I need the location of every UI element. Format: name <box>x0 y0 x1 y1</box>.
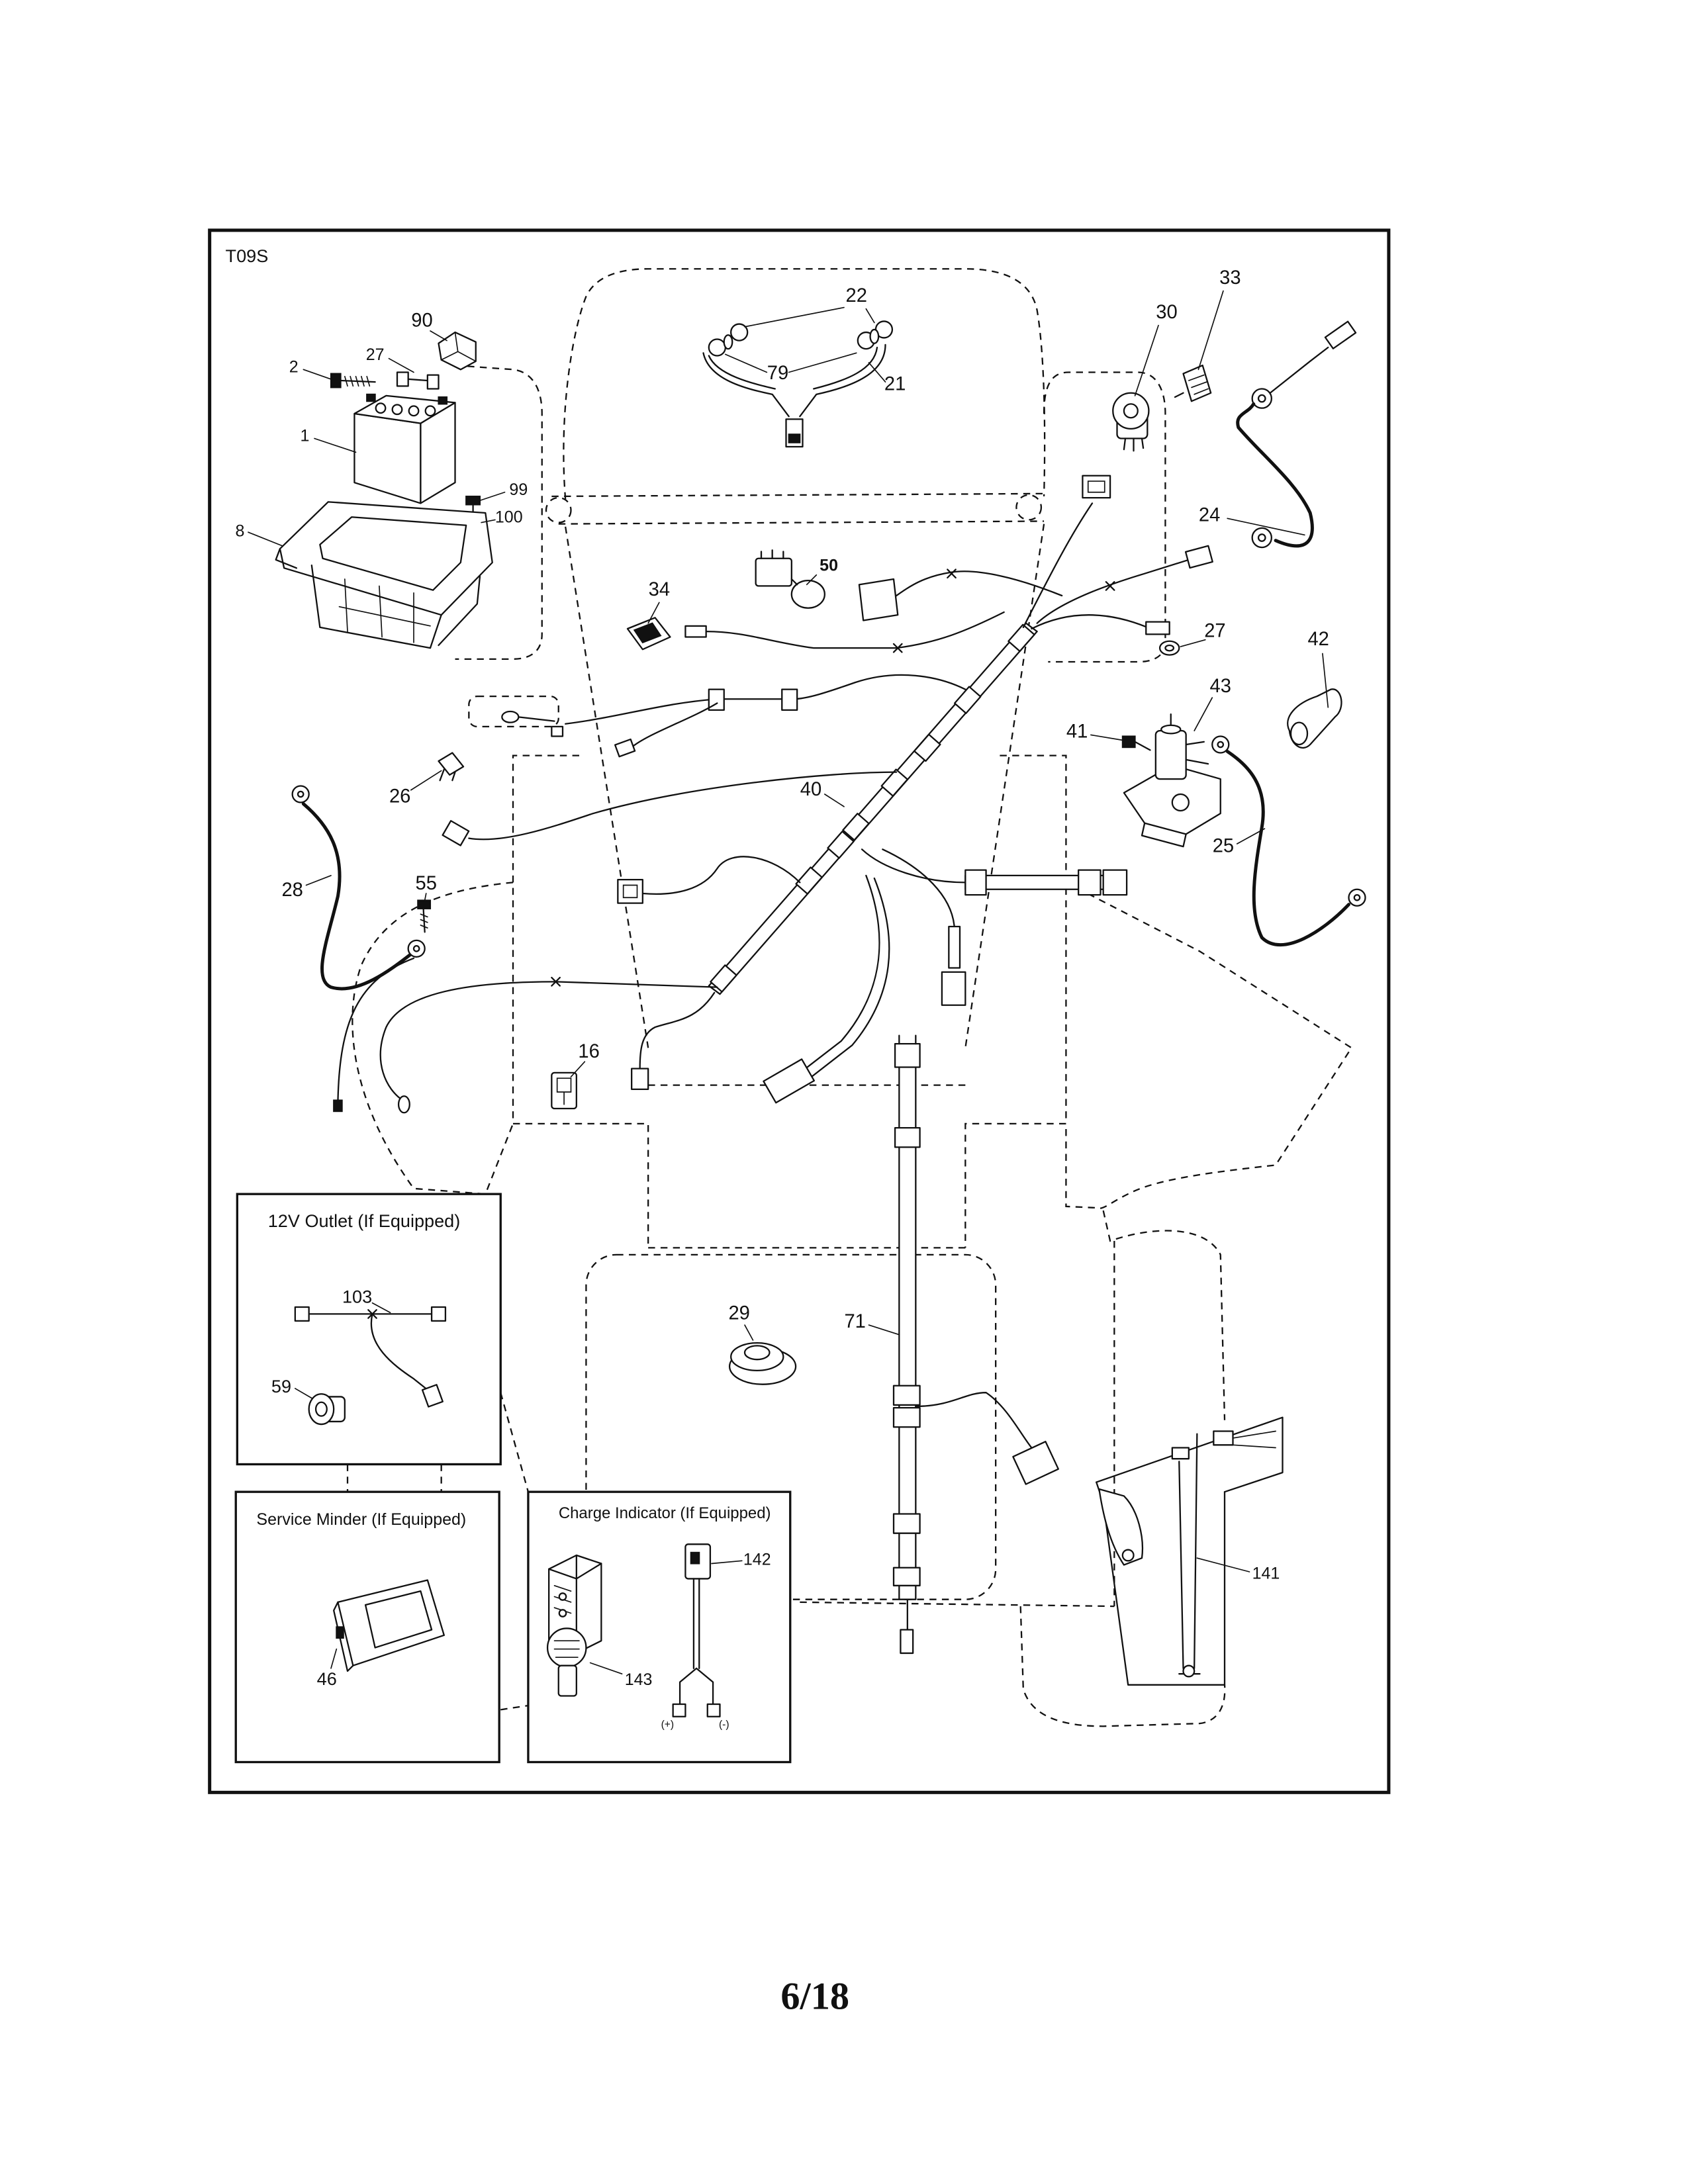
callout-label: 27 <box>366 345 385 364</box>
leader-lines <box>248 290 1329 1572</box>
pad-drawing <box>858 578 899 621</box>
callout-label: 99 <box>509 480 528 499</box>
washer-drawing <box>1158 640 1180 656</box>
callout-label: 59 <box>271 1376 291 1396</box>
callout-label: 33 <box>1219 267 1241 289</box>
callout-label: 2 <box>289 358 299 377</box>
callout-label: 25 <box>1213 836 1234 857</box>
page-number: 6/18 <box>780 1974 849 2017</box>
starter-solenoid-drawing <box>1123 713 1221 848</box>
callout-label: 41 <box>1066 721 1088 743</box>
connector-drawing <box>551 1071 577 1110</box>
wire-cut-marks <box>551 569 1115 987</box>
callout-label: 29 <box>728 1303 749 1324</box>
callout-label: 22 <box>846 285 867 306</box>
battery-cable-drawing <box>291 785 426 991</box>
ground-bolt-drawing <box>417 899 432 933</box>
callout-label: 8 <box>236 522 245 540</box>
inset-title: Charge Indicator (If Equipped) <box>559 1504 771 1522</box>
callout-label: 30 <box>1156 302 1177 323</box>
callout-label: 26 <box>389 786 410 807</box>
callout-label: 90 <box>411 310 432 332</box>
diagram-frame <box>208 228 1391 1794</box>
callout-label: 21 <box>884 374 906 395</box>
terminal-cover-drawing <box>438 331 477 371</box>
ignition-switch-drawing <box>1112 392 1150 452</box>
callout-label: 34 <box>649 579 670 600</box>
terminal-label-negative: (-) <box>719 1719 729 1730</box>
callout-label: 40 <box>800 779 821 800</box>
main-harness-drawing <box>708 622 1038 995</box>
nut-drawing <box>396 371 440 390</box>
power-outlet-drawing <box>308 1393 346 1426</box>
seat-switch-drawing <box>755 549 825 609</box>
callout-label: 100 <box>495 508 523 527</box>
inset-charge-indicator: Charge Indicator (If Equipped) 142 143 (… <box>527 1490 792 1764</box>
callout-label: 1 <box>300 427 309 445</box>
callout-label: 79 <box>767 363 788 384</box>
callout-label: 24 <box>1199 505 1220 526</box>
callout-label: 55 <box>416 873 437 894</box>
harness-branches <box>333 475 1213 1114</box>
callout-label: 16 <box>578 1041 599 1062</box>
callout-label: 143 <box>625 1670 653 1689</box>
fuse-drawing <box>438 752 465 782</box>
leader-lines-headlights <box>725 306 886 383</box>
terminal-boot-drawing <box>1287 688 1342 749</box>
callout-label: 46 <box>317 1668 337 1689</box>
pto-switch-drawing <box>626 617 671 651</box>
lever-assembly-drawing <box>1096 1416 1284 1686</box>
callout-labels: 90 27 2 1 99 100 8 22 79 21 30 33 24 34 … <box>236 267 1329 1582</box>
inset-service-minder: Service Minder (If Equipped) 46 <box>234 1490 500 1764</box>
inset-title: 12V Outlet (If Equipped) <box>268 1210 461 1231</box>
callout-label: 142 <box>743 1551 771 1569</box>
terminal-label-positive: (+) <box>661 1719 675 1730</box>
inset-title: Service Minder (If Equipped) <box>256 1510 466 1529</box>
battery-tray-drawing <box>275 501 493 649</box>
solenoid-cable-drawing <box>1211 735 1366 946</box>
ignition-key-drawing <box>1174 364 1212 402</box>
ground-cable-drawing <box>1236 320 1357 549</box>
callout-label: 28 <box>281 880 303 901</box>
inset-12v-outlet: 12V Outlet (If Equipped) 103 59 <box>236 1193 502 1466</box>
callout-label: 27 <box>1204 621 1225 642</box>
callout-label: 141 <box>1252 1564 1280 1582</box>
callout-label: 42 <box>1307 629 1329 650</box>
diagram-code: T09S <box>226 246 269 266</box>
callout-label: 71 <box>844 1311 865 1332</box>
charge-indicator-harness-drawing <box>672 1543 721 1717</box>
service-minder-drawing <box>333 1579 445 1672</box>
callout-label: 43 <box>1210 676 1231 697</box>
hour-meter-horn-drawing <box>728 1342 797 1385</box>
rear-harness-drawing <box>892 1034 1059 1655</box>
callout-label: 50 <box>820 556 838 574</box>
callout-label: 103 <box>342 1287 372 1307</box>
bolt-drawing <box>330 373 376 388</box>
headlight-drawing <box>702 320 894 448</box>
solenoid-bolt-drawing <box>1121 735 1151 751</box>
battery-drawing <box>353 393 456 504</box>
charge-indicator-drawing <box>546 1554 602 1697</box>
outlet-harness-drawing <box>294 1306 447 1408</box>
